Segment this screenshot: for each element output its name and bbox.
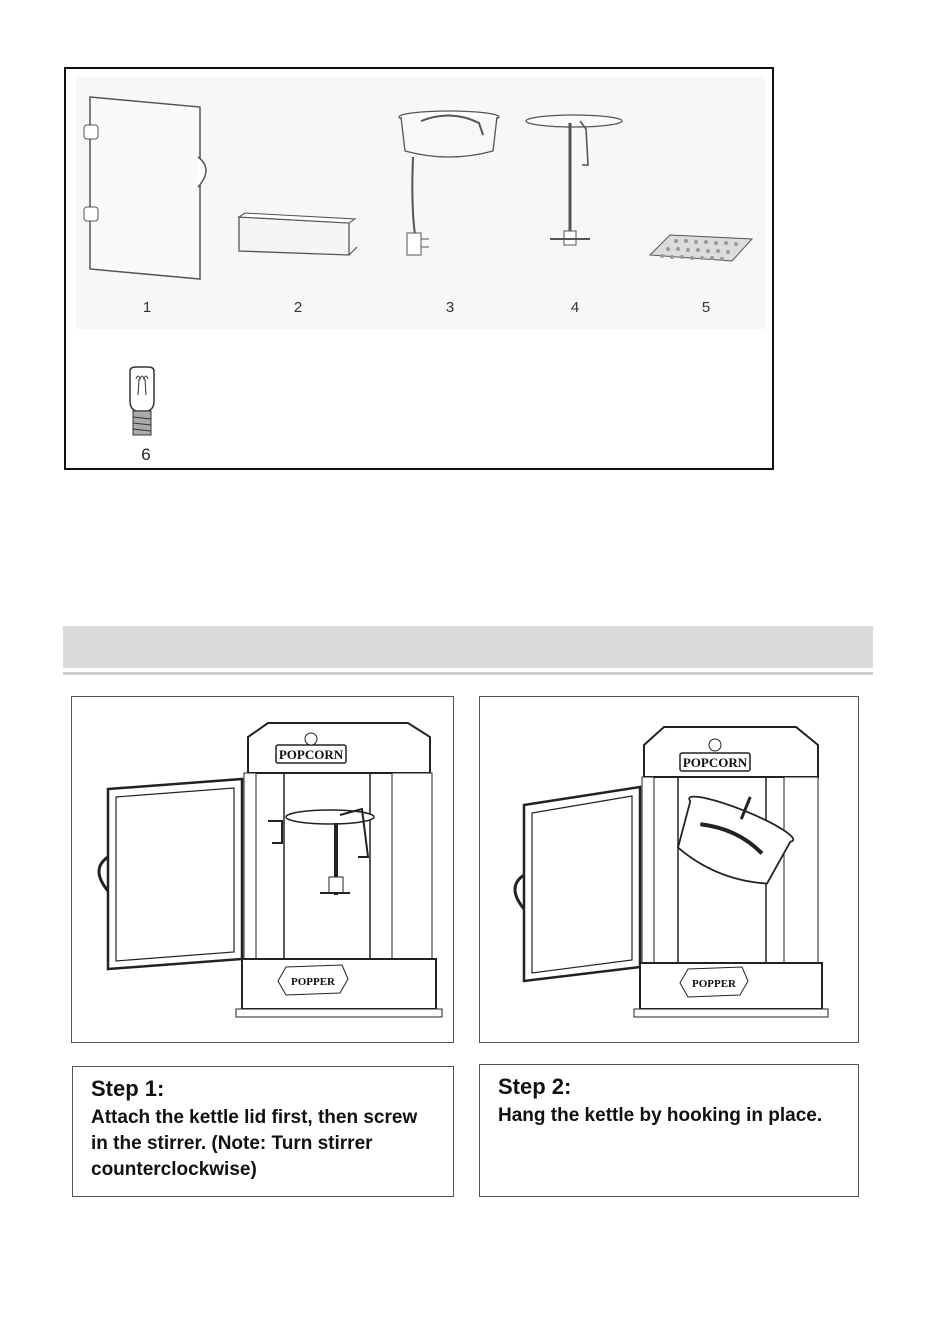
light-bulb-icon — [122, 365, 162, 441]
parts-diagram: 1 2 3 4 5 — [64, 67, 774, 470]
step1-text: Attach the kettle lid first, then screw … — [91, 1105, 435, 1183]
section-divider — [63, 672, 873, 675]
step2-sign-text: POPCORN — [683, 755, 748, 770]
step1-box: Step 1: Attach the kettle lid first, the… — [72, 1066, 454, 1197]
kettle-lid-stirrer-icon — [522, 107, 632, 267]
step2-text: Hang the kettle by hooking in place. — [498, 1103, 840, 1129]
step2-title: Step 2: — [498, 1074, 840, 1100]
section-header-bar — [63, 626, 873, 668]
non-slip-mat-icon — [646, 231, 756, 265]
popcorn-machine-kettle-hung-illustration: POPCORN POPPER — [480, 697, 857, 1041]
step2-figure: POPCORN POPPER — [479, 696, 859, 1043]
part-label-2: 2 — [283, 299, 313, 316]
step2-base-text: POPPER — [692, 978, 737, 990]
part-label-1: 1 — [132, 299, 162, 316]
shelf-tray-icon — [231, 209, 361, 264]
step2-box: Step 2: Hang the kettle by hooking in pl… — [479, 1064, 859, 1197]
door-panel-icon — [80, 95, 210, 280]
popcorn-machine-door-open-illustration: POPCORN POPPER — [72, 697, 452, 1041]
step1-base-text: POPPER — [291, 976, 336, 988]
part-label-6: 6 — [131, 445, 161, 465]
step1-sign-text: POPCORN — [279, 747, 344, 762]
step1-figure: POPCORN POPPER — [71, 696, 454, 1043]
part-label-4: 4 — [560, 299, 590, 316]
part-label-5: 5 — [691, 299, 721, 316]
step1-title: Step 1: — [91, 1076, 435, 1102]
part-label-3: 3 — [435, 299, 465, 316]
kettle-with-cord-icon — [391, 105, 511, 275]
